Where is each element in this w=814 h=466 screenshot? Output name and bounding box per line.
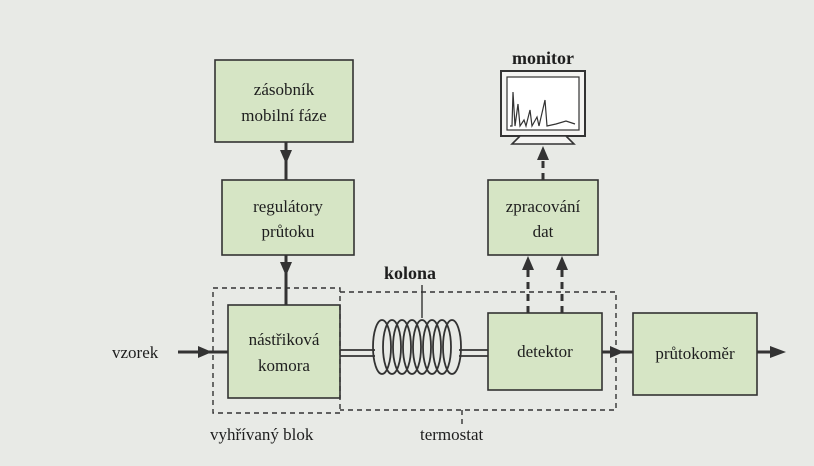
heated-block-label: vyhřívaný blok [210,425,314,444]
reservoir-box: zásobník mobilní fáze [214,59,354,143]
sample-label: vzorek [112,343,159,362]
detector-box: detektor [487,312,603,391]
flowmeter-box: průtokoměr [632,312,758,396]
column-coil-icon [340,319,488,375]
regulators-to-chamber-arrow [280,255,292,305]
thermostat-label: termostat [420,425,484,444]
monitor-icon [500,70,586,145]
detector-label: detektor [517,342,573,361]
data-processing-line1: zpracování [506,197,581,216]
flow-regulators-line2: průtoku [262,222,315,241]
detector-to-flowmeter-arrow [602,346,633,358]
reservoir-line1: zásobník [254,80,315,99]
monitor-label: monitor [512,48,574,68]
flow-regulators-line1: regulátory [253,197,323,216]
processing-to-monitor-signal [537,146,549,180]
detector-to-processing-signals [522,256,568,313]
outlet-arrow [757,346,786,358]
injection-chamber-line1: nástřiková [249,330,320,349]
data-processing-box: zpracování dat [487,179,599,256]
reservoir-line2: mobilní fáze [241,106,326,125]
column-label: kolona [384,263,436,283]
reservoir-to-regulators-arrow [280,142,292,180]
sample-inlet-arrow [178,346,228,358]
data-processing-line2: dat [533,222,554,241]
injection-chamber-box: nástřiková komora [227,304,341,399]
injection-chamber-line2: komora [258,356,310,375]
flow-regulators-box: regulátory průtoku [221,179,355,256]
flowmeter-label: průtokoměr [655,344,735,363]
thermostat-outline [340,291,617,411]
